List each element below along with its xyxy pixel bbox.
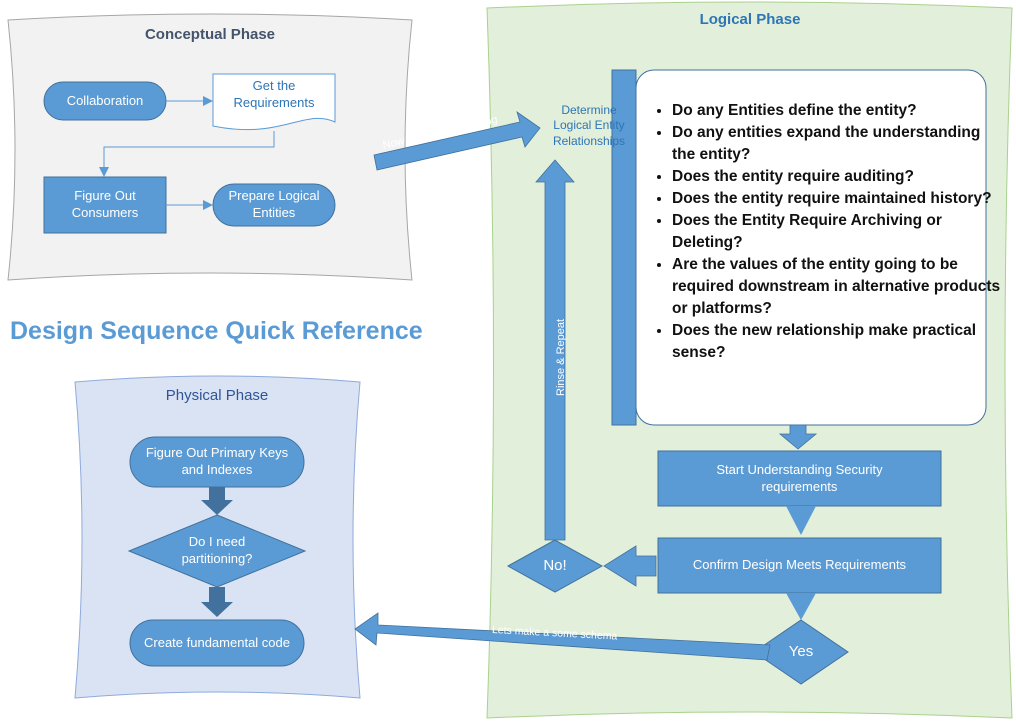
logical-phase-title: Logical Phase xyxy=(699,11,801,29)
entity-question-item: Do any entities expand the understanding… xyxy=(672,122,1002,166)
entity-questions-list: Do any Entities define the entity?Do any… xyxy=(650,100,1002,364)
consumers-node xyxy=(43,176,167,234)
prepare-entities-label: Prepare Logical Entities xyxy=(228,188,320,220)
security-to-confirm-arrow xyxy=(786,506,816,535)
security-node xyxy=(657,450,942,507)
partition-to-code-arrow xyxy=(201,587,233,617)
yes-decision-node xyxy=(753,619,849,685)
entity-question-item: Do any Entities define the entity? xyxy=(672,100,1002,122)
entity-question-item: Does the Entity Require Archiving or Del… xyxy=(672,210,1002,254)
yes-label: Yes xyxy=(788,643,814,661)
entity-question-item: Are the values of the entity going to be… xyxy=(672,254,1002,320)
determine-relationships-label: Determine Logical Entity Relationships xyxy=(552,102,626,148)
schema-arrow xyxy=(354,612,771,661)
consumers-label: Figure Out Consumers xyxy=(71,188,139,220)
primary-keys-label: Figure Out Primary Keys and Indexes xyxy=(145,445,289,477)
confirm-node xyxy=(657,537,942,594)
physical-phase-title: Physical Phase xyxy=(165,387,269,405)
no-decision-node xyxy=(506,539,604,593)
entity-question-item: Does the entity require auditing? xyxy=(672,166,1002,188)
rinse-repeat-label: Rinse & Repeat xyxy=(555,318,567,396)
no-label: No! xyxy=(543,557,567,575)
down-arrow-to-security xyxy=(778,424,818,450)
security-label: Start Understanding Security requirement… xyxy=(716,461,883,494)
confirm-to-yes-arrow xyxy=(786,593,816,620)
conceptual-phase-title: Conceptual Phase xyxy=(144,26,276,44)
questions-box xyxy=(635,69,987,426)
fundamental-code-label: Create fundamental code xyxy=(144,634,290,650)
page-title: Design Sequence Quick Reference xyxy=(10,316,423,345)
confirm-to-no-arrow xyxy=(603,545,657,587)
collaboration-label: Collaboration xyxy=(66,92,144,108)
fundamental-code-node xyxy=(129,619,305,667)
requirements-label: Get the Requirements xyxy=(233,78,315,110)
requirements-document-node xyxy=(212,73,336,131)
entity-question-item: Does the entity require maintained histo… xyxy=(672,188,1002,210)
heavy-lifting-arrow xyxy=(373,111,541,171)
logical-left-bar xyxy=(611,69,637,426)
req-to-consumers-connector xyxy=(99,131,275,177)
rinse-repeat-arrow xyxy=(535,159,575,541)
prepare-entities-node xyxy=(212,183,336,227)
partitioning-label: Do I need partitioning? xyxy=(181,534,253,566)
keys-to-partition-arrow xyxy=(201,487,233,515)
confirm-label: Confirm Design Meets Requirements xyxy=(692,557,907,573)
entity-question-item: Does the new relationship make practical… xyxy=(672,320,1002,364)
